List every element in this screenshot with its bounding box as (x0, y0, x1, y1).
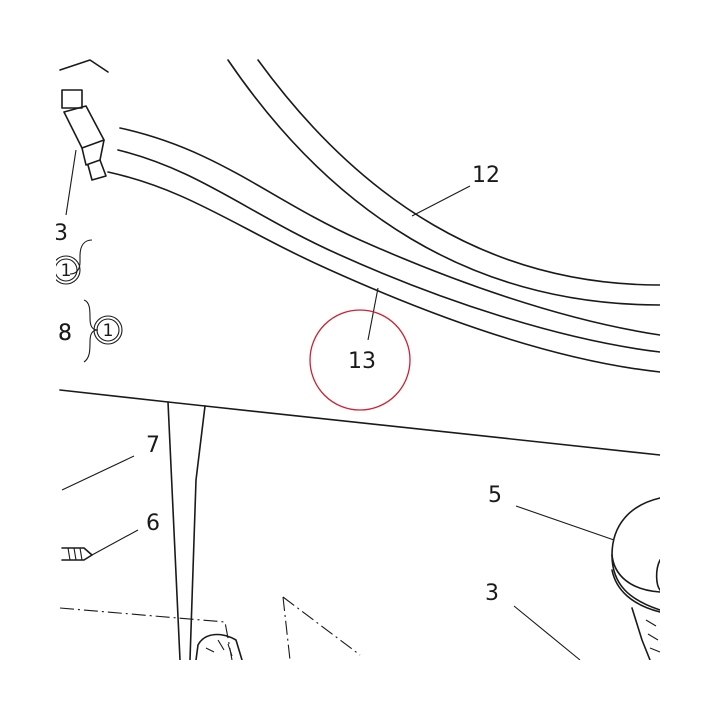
brace-side (83, 299, 99, 363)
hose-12 (227, 59, 661, 306)
margin-left (0, 0, 56, 720)
bolt-bottom (195, 633, 243, 661)
callout-12: 12 (472, 163, 500, 188)
callout-8: 8 (58, 321, 72, 346)
callout-7: 7 (146, 433, 160, 458)
housing-panel (59, 389, 661, 661)
callout-3-partial: 3 (54, 221, 68, 246)
component-5-cap (611, 497, 661, 661)
circled-ref-side-label: 1 (103, 321, 114, 341)
circled-ref-top-label: 1 (61, 261, 72, 281)
circled-ref-top: 1 (51, 255, 81, 285)
callout-5: 5 (488, 483, 502, 508)
margin-top (0, 0, 720, 56)
callout-6: 6 (146, 511, 160, 536)
callout-13: 13 (348, 349, 376, 374)
margin-bottom (0, 660, 720, 720)
highlight-circle (309, 309, 411, 411)
hose-13 (107, 127, 661, 373)
brace-top (69, 239, 93, 275)
screw-6 (61, 547, 93, 561)
callout-3: 3 (485, 581, 499, 606)
fitting-connector (59, 59, 109, 216)
circled-ref-side: 1 (93, 315, 123, 345)
callout-8-front: 8 (58, 321, 72, 346)
leader-lines (61, 185, 615, 661)
margin-right (660, 0, 720, 720)
